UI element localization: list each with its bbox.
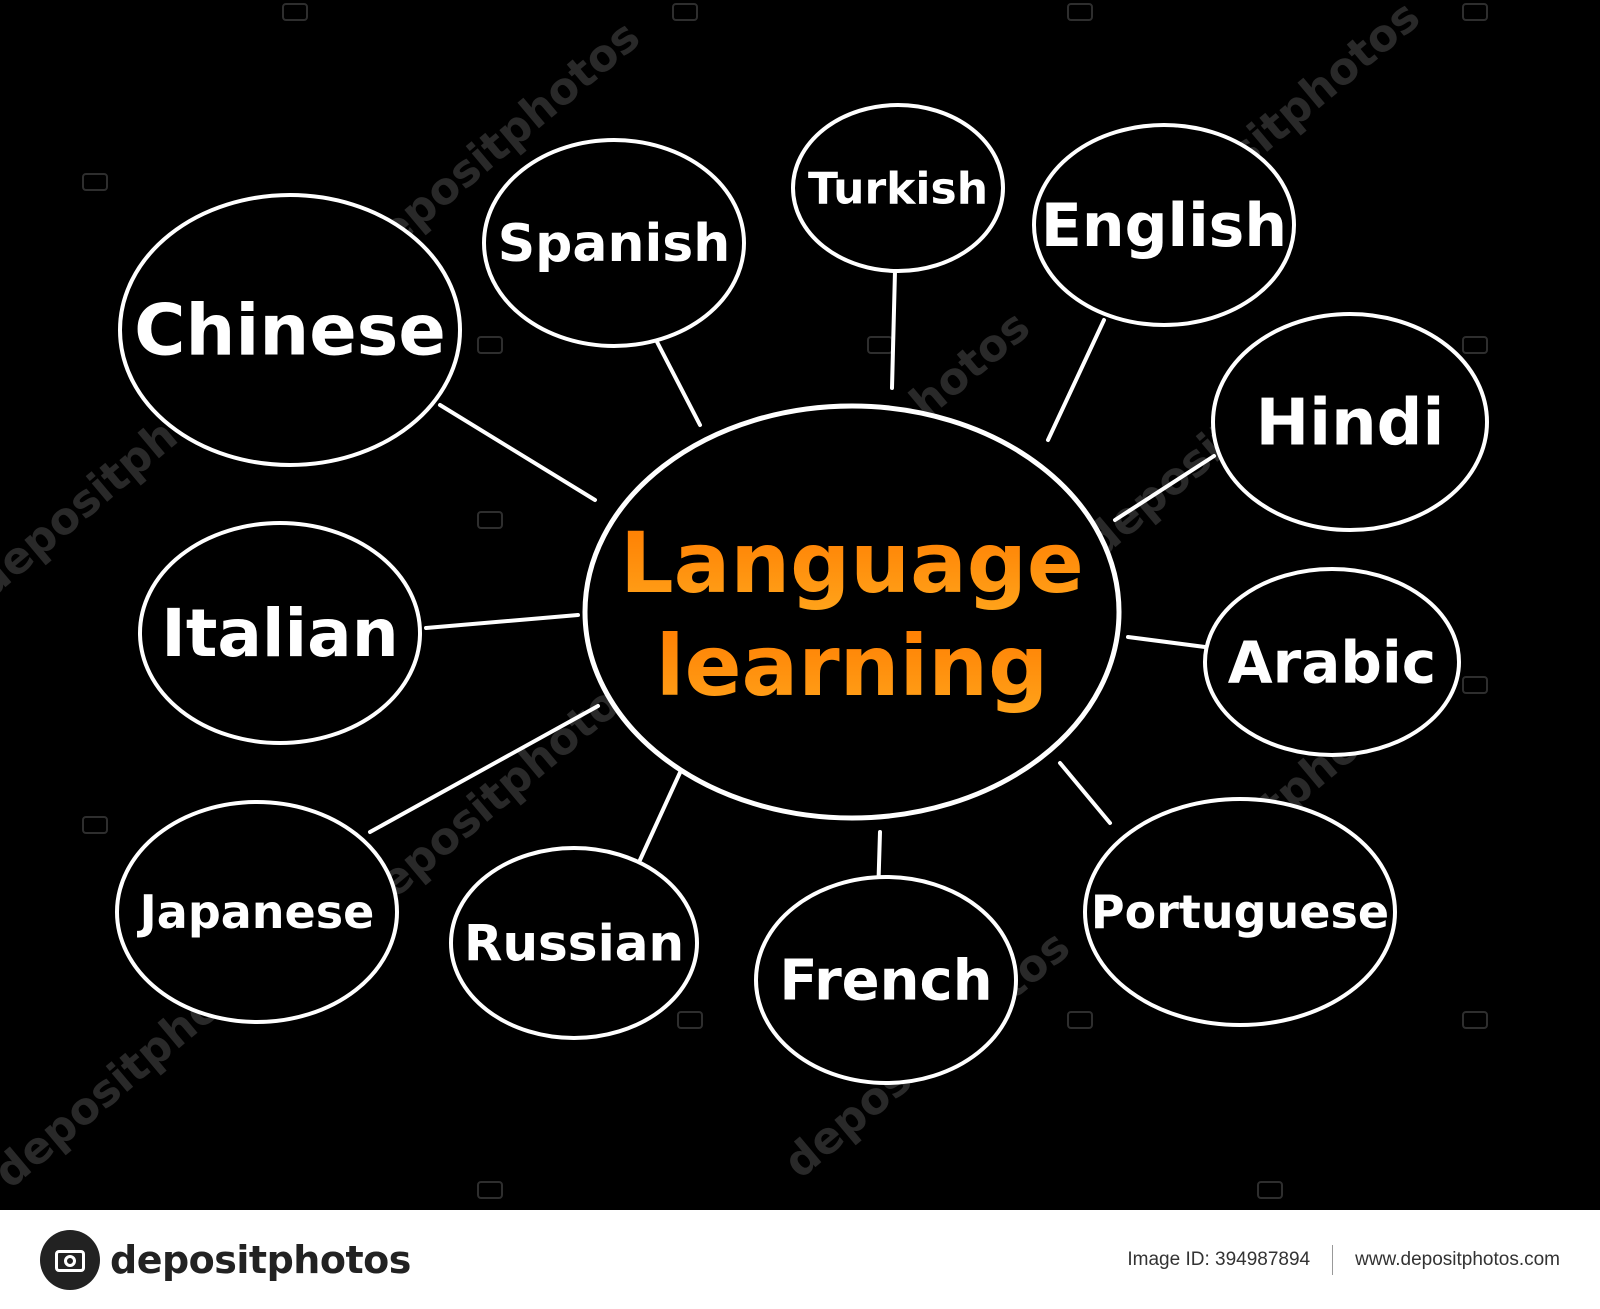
- watermark-camera-icon: [1462, 1011, 1488, 1029]
- edge-italian: [424, 613, 580, 630]
- watermark-camera-icon: [477, 1181, 503, 1199]
- edge-turkish: [890, 269, 897, 390]
- watermark-camera-icon: [1462, 336, 1488, 354]
- watermark-camera-icon: [282, 3, 308, 21]
- node-label-french: French: [779, 949, 992, 1014]
- node-shape-turkish: [791, 103, 1005, 273]
- node-spanish: Spanish: [482, 138, 746, 348]
- edge-spanish: [653, 336, 702, 427]
- brand-logo: depositphotos: [40, 1228, 411, 1292]
- edge-japanese: [368, 704, 600, 834]
- node-portuguese: Portuguese: [1083, 797, 1397, 1027]
- watermark-camera-icon: [672, 3, 698, 21]
- center-node-shape: [582, 403, 1122, 821]
- node-shape-japanese: [115, 800, 399, 1024]
- center-node-label-line1: Language: [620, 514, 1084, 612]
- meta-divider: [1332, 1244, 1334, 1275]
- node-label-spanish: Spanish: [498, 214, 731, 274]
- node-turkish: Turkish: [791, 103, 1005, 273]
- node-hindi: Hindi: [1211, 312, 1489, 532]
- node-japanese: Japanese: [115, 800, 399, 1024]
- watermark-camera-icon: [1067, 1011, 1093, 1029]
- node-label-arabic: Arabic: [1228, 628, 1436, 696]
- node-shape-french: [754, 875, 1018, 1085]
- node-shape-hindi: [1211, 312, 1489, 532]
- watermark-camera-icon: [677, 1011, 703, 1029]
- node-shape-english: [1032, 123, 1296, 327]
- stock-footer: depositphotos Image ID: 394987894 www.de…: [0, 1210, 1600, 1309]
- watermark-camera-icon: [477, 336, 503, 354]
- node-label-japanese: Japanese: [137, 885, 375, 939]
- watermark-camera-icon: [867, 336, 893, 354]
- node-shape-spanish: [482, 138, 746, 348]
- node-shape-arabic: [1203, 567, 1461, 757]
- watermark-camera-icon: [1462, 676, 1488, 694]
- image-id: Image ID: 394987894: [1127, 1248, 1311, 1270]
- node-french: French: [754, 875, 1018, 1085]
- watermark-camera-icon: [82, 816, 108, 834]
- node-chinese: Chinese: [118, 193, 462, 467]
- watermark-camera-icon: [1067, 3, 1093, 21]
- watermark-camera-icon: [477, 511, 503, 529]
- center-node-label-line2: learning: [656, 617, 1048, 715]
- node-shape-italian: [138, 521, 422, 745]
- watermark-camera-icon: [1257, 1181, 1283, 1199]
- edge-arabic: [1126, 635, 1207, 649]
- node-label-english: English: [1041, 191, 1287, 261]
- node-label-turkish: Turkish: [808, 163, 988, 214]
- node-shape-russian: [449, 846, 699, 1040]
- brand-name: depositphotos: [110, 1238, 411, 1282]
- node-shape-portuguese: [1083, 797, 1397, 1027]
- watermark-camera-icon: [82, 173, 108, 191]
- edge-chinese: [438, 403, 597, 502]
- edge-portuguese: [1058, 761, 1112, 825]
- node-label-russian: Russian: [464, 915, 684, 973]
- node-russian: Russian: [449, 846, 699, 1040]
- watermark-camera-icon: [1462, 3, 1488, 21]
- node-label-chinese: Chinese: [134, 290, 446, 372]
- website-url: www.depositphotos.com: [1355, 1248, 1560, 1270]
- edge-russian: [638, 764, 685, 862]
- node-italian: Italian: [138, 521, 422, 745]
- node-arabic: Arabic: [1203, 567, 1461, 757]
- edge-english: [1046, 318, 1106, 442]
- edge-hindi: [1113, 454, 1216, 522]
- node-label-italian: Italian: [161, 595, 398, 672]
- node-label-hindi: Hindi: [1256, 386, 1445, 460]
- node-shape-chinese: [118, 193, 462, 467]
- camera-logo-icon: [40, 1230, 100, 1290]
- node-label-portuguese: Portuguese: [1091, 885, 1389, 939]
- node-english: English: [1032, 123, 1296, 327]
- image-meta: Image ID: 394987894 www.depositphotos.co…: [1127, 1210, 1560, 1309]
